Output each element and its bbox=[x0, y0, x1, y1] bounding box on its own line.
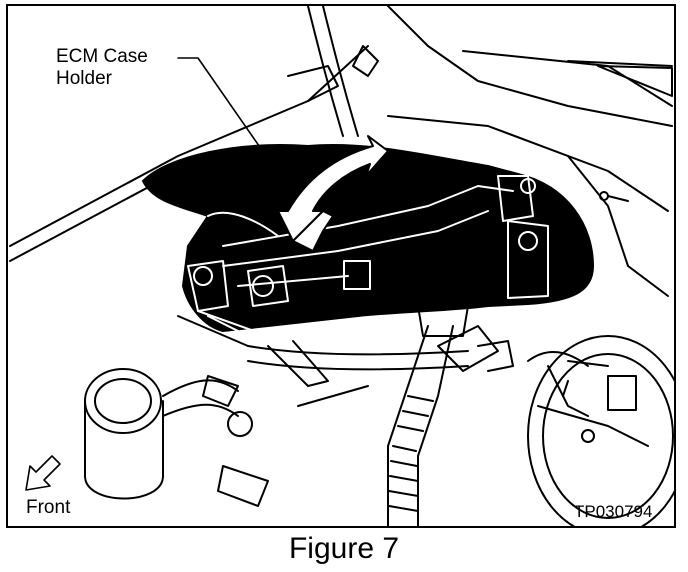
figure-frame: ECM Case Holder Front TP030794 bbox=[6, 4, 676, 528]
hood-outline bbox=[9, 6, 673, 297]
engine-bay-illustration bbox=[9, 6, 674, 526]
reservoir-tank bbox=[84, 368, 269, 507]
callout-label-line2: Holder bbox=[56, 68, 112, 89]
callout-label-line1: ECM Case bbox=[56, 46, 148, 67]
callout-leader-line bbox=[177, 57, 274, 167]
front-direction-label: Front bbox=[26, 497, 71, 518]
shock-tower bbox=[527, 335, 674, 526]
figure-code: TP030794 bbox=[574, 502, 653, 521]
figure-caption: Figure 7 bbox=[288, 532, 400, 565]
hoses bbox=[177, 293, 589, 526]
front-arrow-icon bbox=[25, 455, 61, 491]
removal-arrow bbox=[277, 135, 389, 252]
